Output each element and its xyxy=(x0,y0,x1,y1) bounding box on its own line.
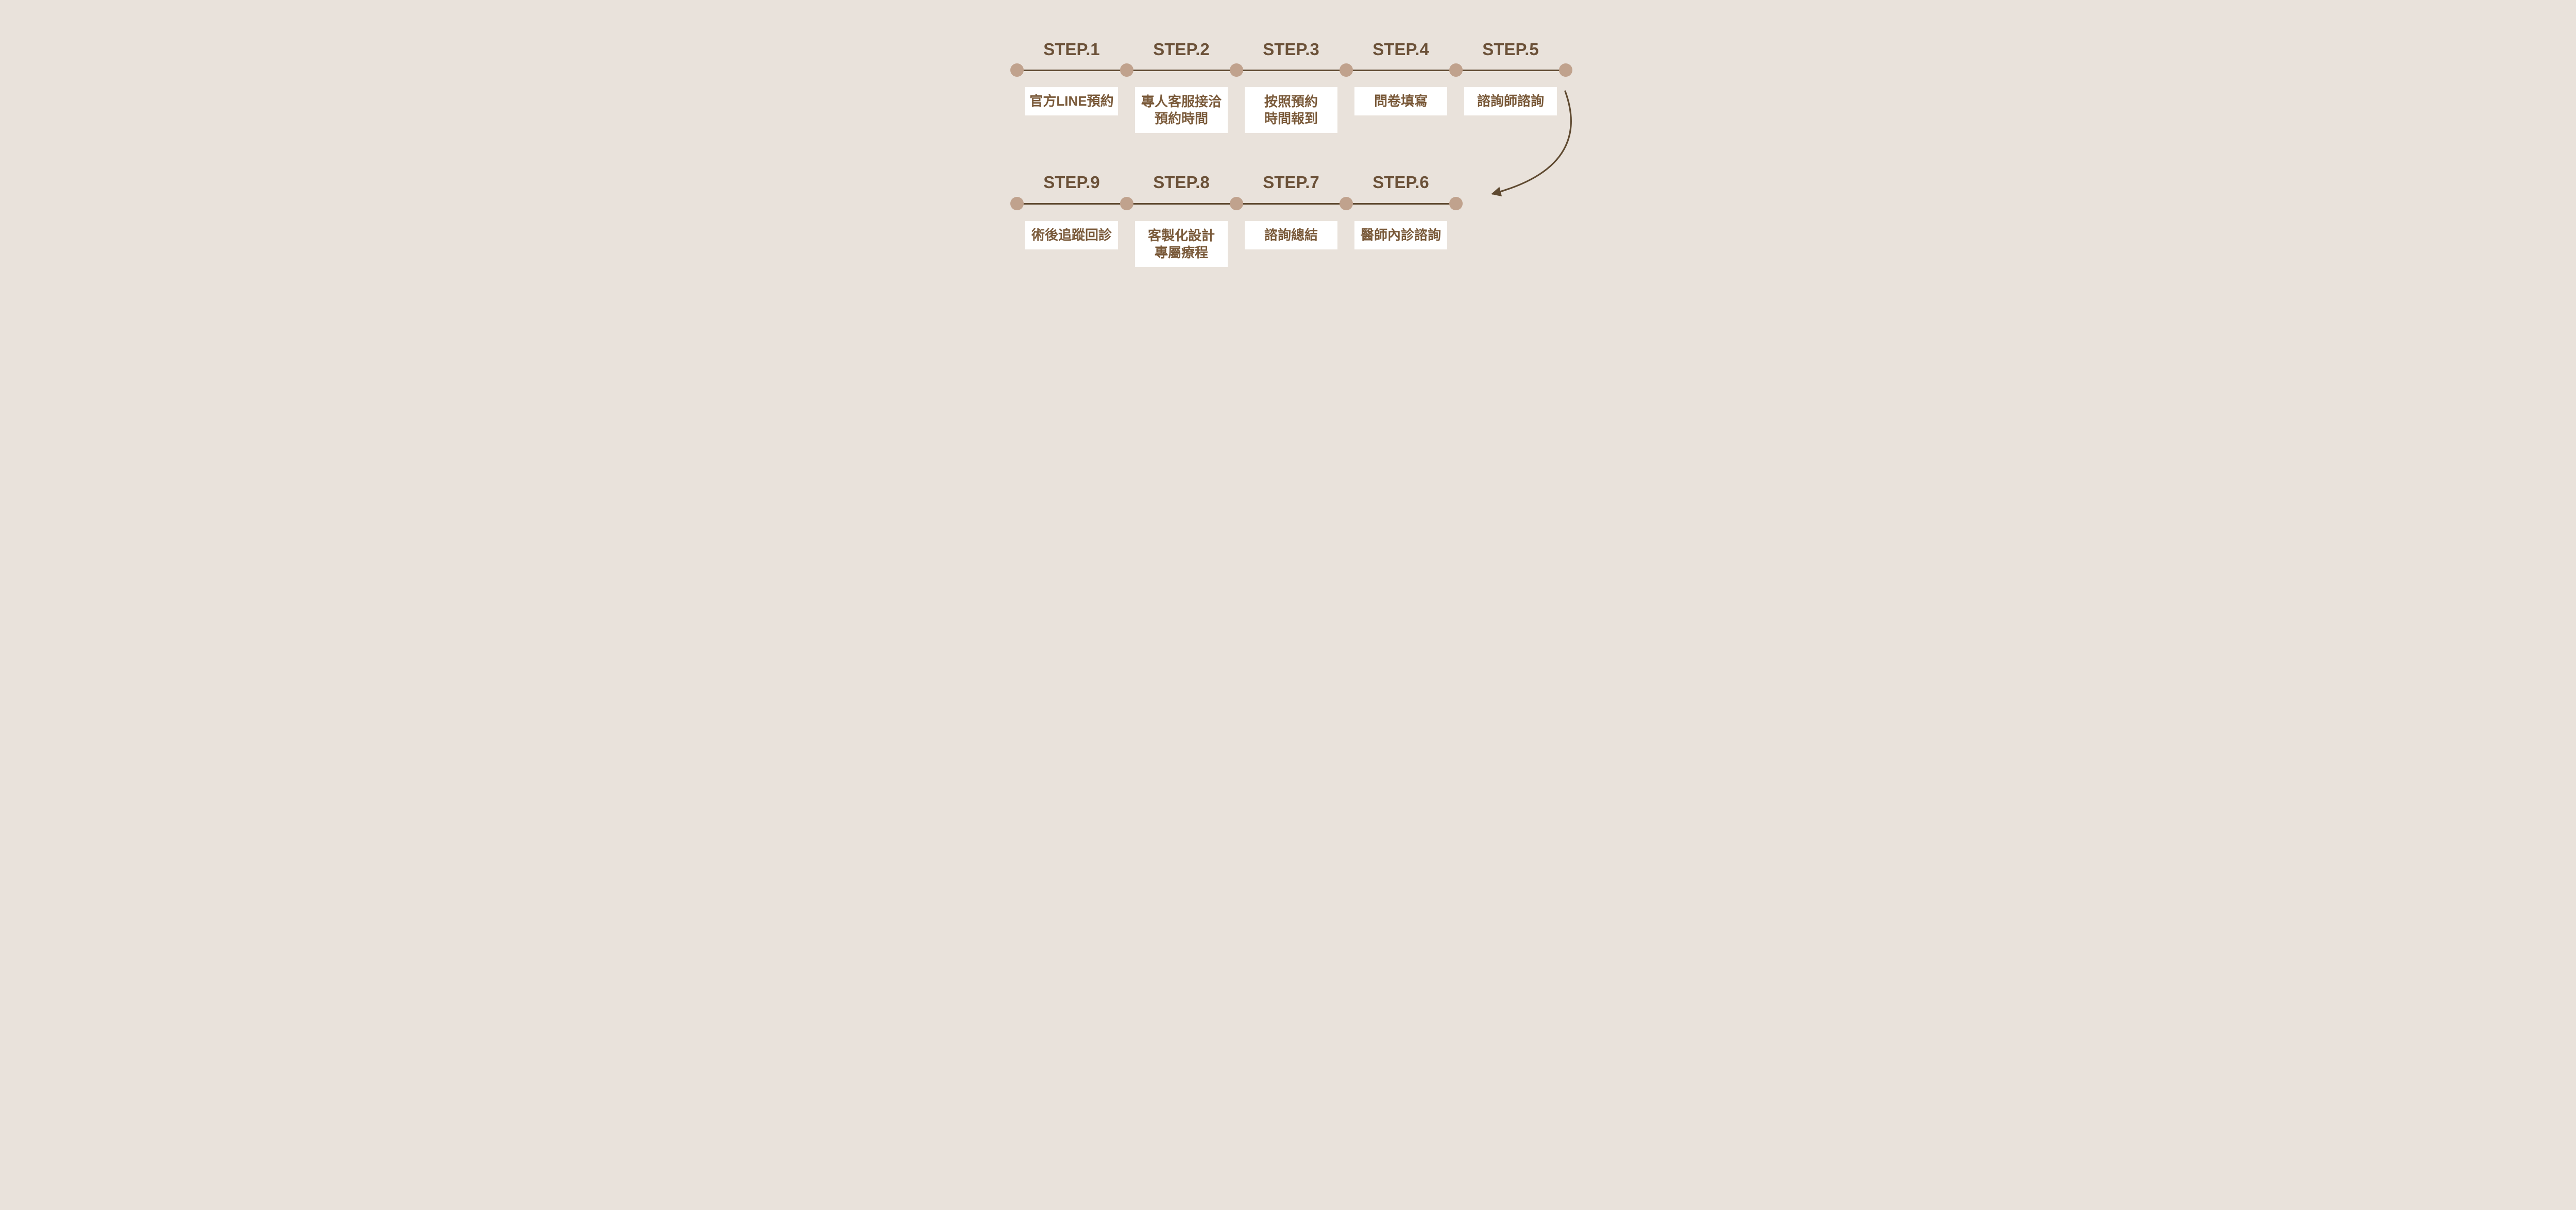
step-box-2: 專人客服接洽 預約時間 xyxy=(1135,87,1228,133)
timeline-dot xyxy=(1120,197,1133,210)
step-box-text: 客製化設計 xyxy=(1147,227,1215,243)
step-label-8: STEP.8 xyxy=(1153,173,1210,192)
timeline-dot xyxy=(1559,63,1572,77)
step-label-7: STEP.7 xyxy=(1263,173,1319,192)
step-box-9: 術後追蹤回診 xyxy=(1025,221,1118,249)
timeline-dot xyxy=(1230,197,1243,210)
timeline-dot xyxy=(1449,63,1463,77)
step-label-3: STEP.3 xyxy=(1263,40,1319,59)
step-box-7: 諮詢總結 xyxy=(1245,221,1337,249)
step-box-text: 官方LINE預約 xyxy=(1029,93,1114,109)
timeline-dot xyxy=(1340,63,1353,77)
step-box-1: 官方LINE預約 xyxy=(1025,87,1118,115)
step-box-text: 預約時間 xyxy=(1154,110,1208,126)
step-label-6: STEP.6 xyxy=(1372,173,1429,192)
timeline-dot xyxy=(1010,197,1024,210)
step-label-9: STEP.9 xyxy=(1043,173,1100,192)
step-label-5: STEP.5 xyxy=(1482,40,1539,59)
step-label-1: STEP.1 xyxy=(1043,40,1100,59)
step-box-text: 諮詢總結 xyxy=(1264,227,1318,243)
step-label-4: STEP.4 xyxy=(1372,40,1429,59)
timeline-dot xyxy=(1120,63,1133,77)
step-box-text: 專人客服接洽 xyxy=(1141,93,1222,109)
step-box-6: 醫師內診諮詢 xyxy=(1354,221,1447,249)
timeline-dot xyxy=(1230,63,1243,77)
step-box-text: 問卷填寫 xyxy=(1374,93,1428,109)
timeline-line-top xyxy=(1017,70,1566,71)
step-box-text: 醫師內診諮詢 xyxy=(1360,227,1441,243)
timeline-dot xyxy=(1010,63,1024,77)
step-box-text: 術後追蹤回診 xyxy=(1031,227,1112,243)
step-box-text: 諮詢師諮詢 xyxy=(1477,93,1544,109)
step-label-2: STEP.2 xyxy=(1153,40,1210,59)
timeline-dot xyxy=(1340,197,1353,210)
step-box-text: 時間報到 xyxy=(1264,110,1318,126)
step-box-4: 問卷填寫 xyxy=(1354,87,1447,115)
process-flow-diagram: STEP.1 STEP.2 STEP.3 STEP.4 STEP.5 官方LIN… xyxy=(966,0,1610,302)
step-box-3: 按照預約 時間報到 xyxy=(1245,87,1337,133)
step-box-text: 專屬療程 xyxy=(1154,244,1208,260)
step-box-8: 客製化設計 專屬療程 xyxy=(1135,221,1228,267)
step-box-5: 諮詢師諮詢 xyxy=(1464,87,1557,115)
timeline-dot xyxy=(1449,197,1463,210)
step-box-text: 按照預約 xyxy=(1264,93,1318,109)
